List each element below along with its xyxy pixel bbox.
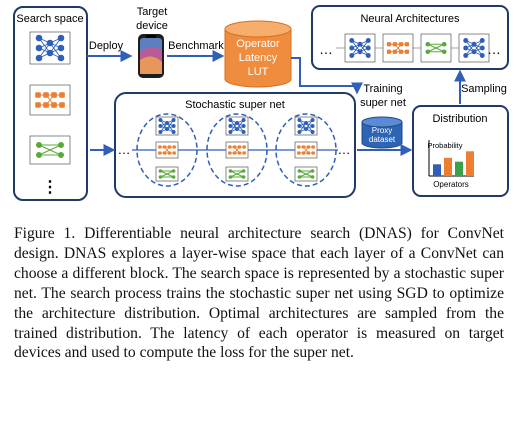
benchmark-label: Benchmark xyxy=(168,40,224,52)
search-space-block-blue xyxy=(29,31,71,65)
architecture-block-green xyxy=(420,33,452,63)
candidate-block-green xyxy=(294,166,318,182)
architecture-block-orange xyxy=(382,33,414,63)
probability-bars xyxy=(433,151,474,176)
architecture-block-blue xyxy=(458,33,490,63)
dnas-overview-figure: Search space ⋮ Deploy Target device Benc… xyxy=(13,5,509,201)
candidate-block-blue xyxy=(225,116,249,136)
super-net-layer xyxy=(206,113,268,187)
probability-bar xyxy=(466,151,474,176)
search-space-block-green xyxy=(29,135,71,165)
candidate-block-blue xyxy=(294,116,318,136)
candidate-block-orange xyxy=(155,141,179,159)
neural-architectures-label: Neural Architectures xyxy=(360,13,460,25)
candidate-block-blue xyxy=(155,116,179,136)
search-space-ellipsis: ⋮ xyxy=(42,179,58,196)
sampling-label: Sampling xyxy=(461,83,507,95)
figure-caption: Figure 1. Differentiable neural architec… xyxy=(14,225,504,362)
na-ellipsis-left: … xyxy=(319,41,333,57)
architecture-block-blue xyxy=(344,33,376,63)
probability-bar xyxy=(455,161,463,176)
deploy-label: Deploy xyxy=(89,40,124,52)
distribution-label: Distribution xyxy=(432,113,487,125)
candidate-block-green xyxy=(155,166,179,182)
operators-label: Operators xyxy=(433,180,469,189)
training-super-net-label-2: super net xyxy=(360,97,406,109)
target-device-label-1: Target xyxy=(137,6,168,18)
stochastic-super-net-panel: Stochastic super net … … xyxy=(114,92,356,198)
candidate-block-green xyxy=(225,166,249,182)
proxy-dataset-label-2: dataset xyxy=(369,135,396,144)
probability-label: Probability xyxy=(427,141,462,150)
distribution-panel: Distribution Probability Operators xyxy=(412,105,509,197)
search-space-block-orange xyxy=(29,84,71,116)
sn-ellipsis-right: … xyxy=(338,142,351,157)
probability-bar xyxy=(444,157,452,176)
na-ellipsis-right: … xyxy=(487,41,501,57)
operator-latency-lut: Operator Latency LUT xyxy=(224,20,292,88)
lut-label-2: Latency xyxy=(239,52,278,64)
neural-architectures-panel: Neural Architectures … … xyxy=(311,5,509,70)
super-net-layer xyxy=(275,113,337,187)
lut-label-3: LUT xyxy=(248,66,269,78)
phone-icon xyxy=(138,34,164,78)
super-net-layers xyxy=(132,113,338,187)
proxy-dataset-label-1: Proxy xyxy=(372,126,392,135)
search-space-panel: Search space ⋮ xyxy=(13,6,88,201)
sn-ellipsis-left: … xyxy=(118,142,131,157)
search-space-label: Search space xyxy=(16,13,83,25)
lut-label-1: Operator xyxy=(236,38,280,50)
candidate-block-orange xyxy=(294,141,318,159)
candidate-block-orange xyxy=(225,141,249,159)
target-device-label-2: device xyxy=(136,20,168,32)
proxy-dataset-cylinder: Proxy dataset xyxy=(361,116,403,149)
training-super-net-label-1: Training xyxy=(363,83,402,95)
super-net-layer xyxy=(136,113,198,187)
probability-bar xyxy=(433,164,441,176)
neural-architecture-chain xyxy=(336,33,490,63)
stochastic-super-net-label: Stochastic super net xyxy=(185,99,285,111)
